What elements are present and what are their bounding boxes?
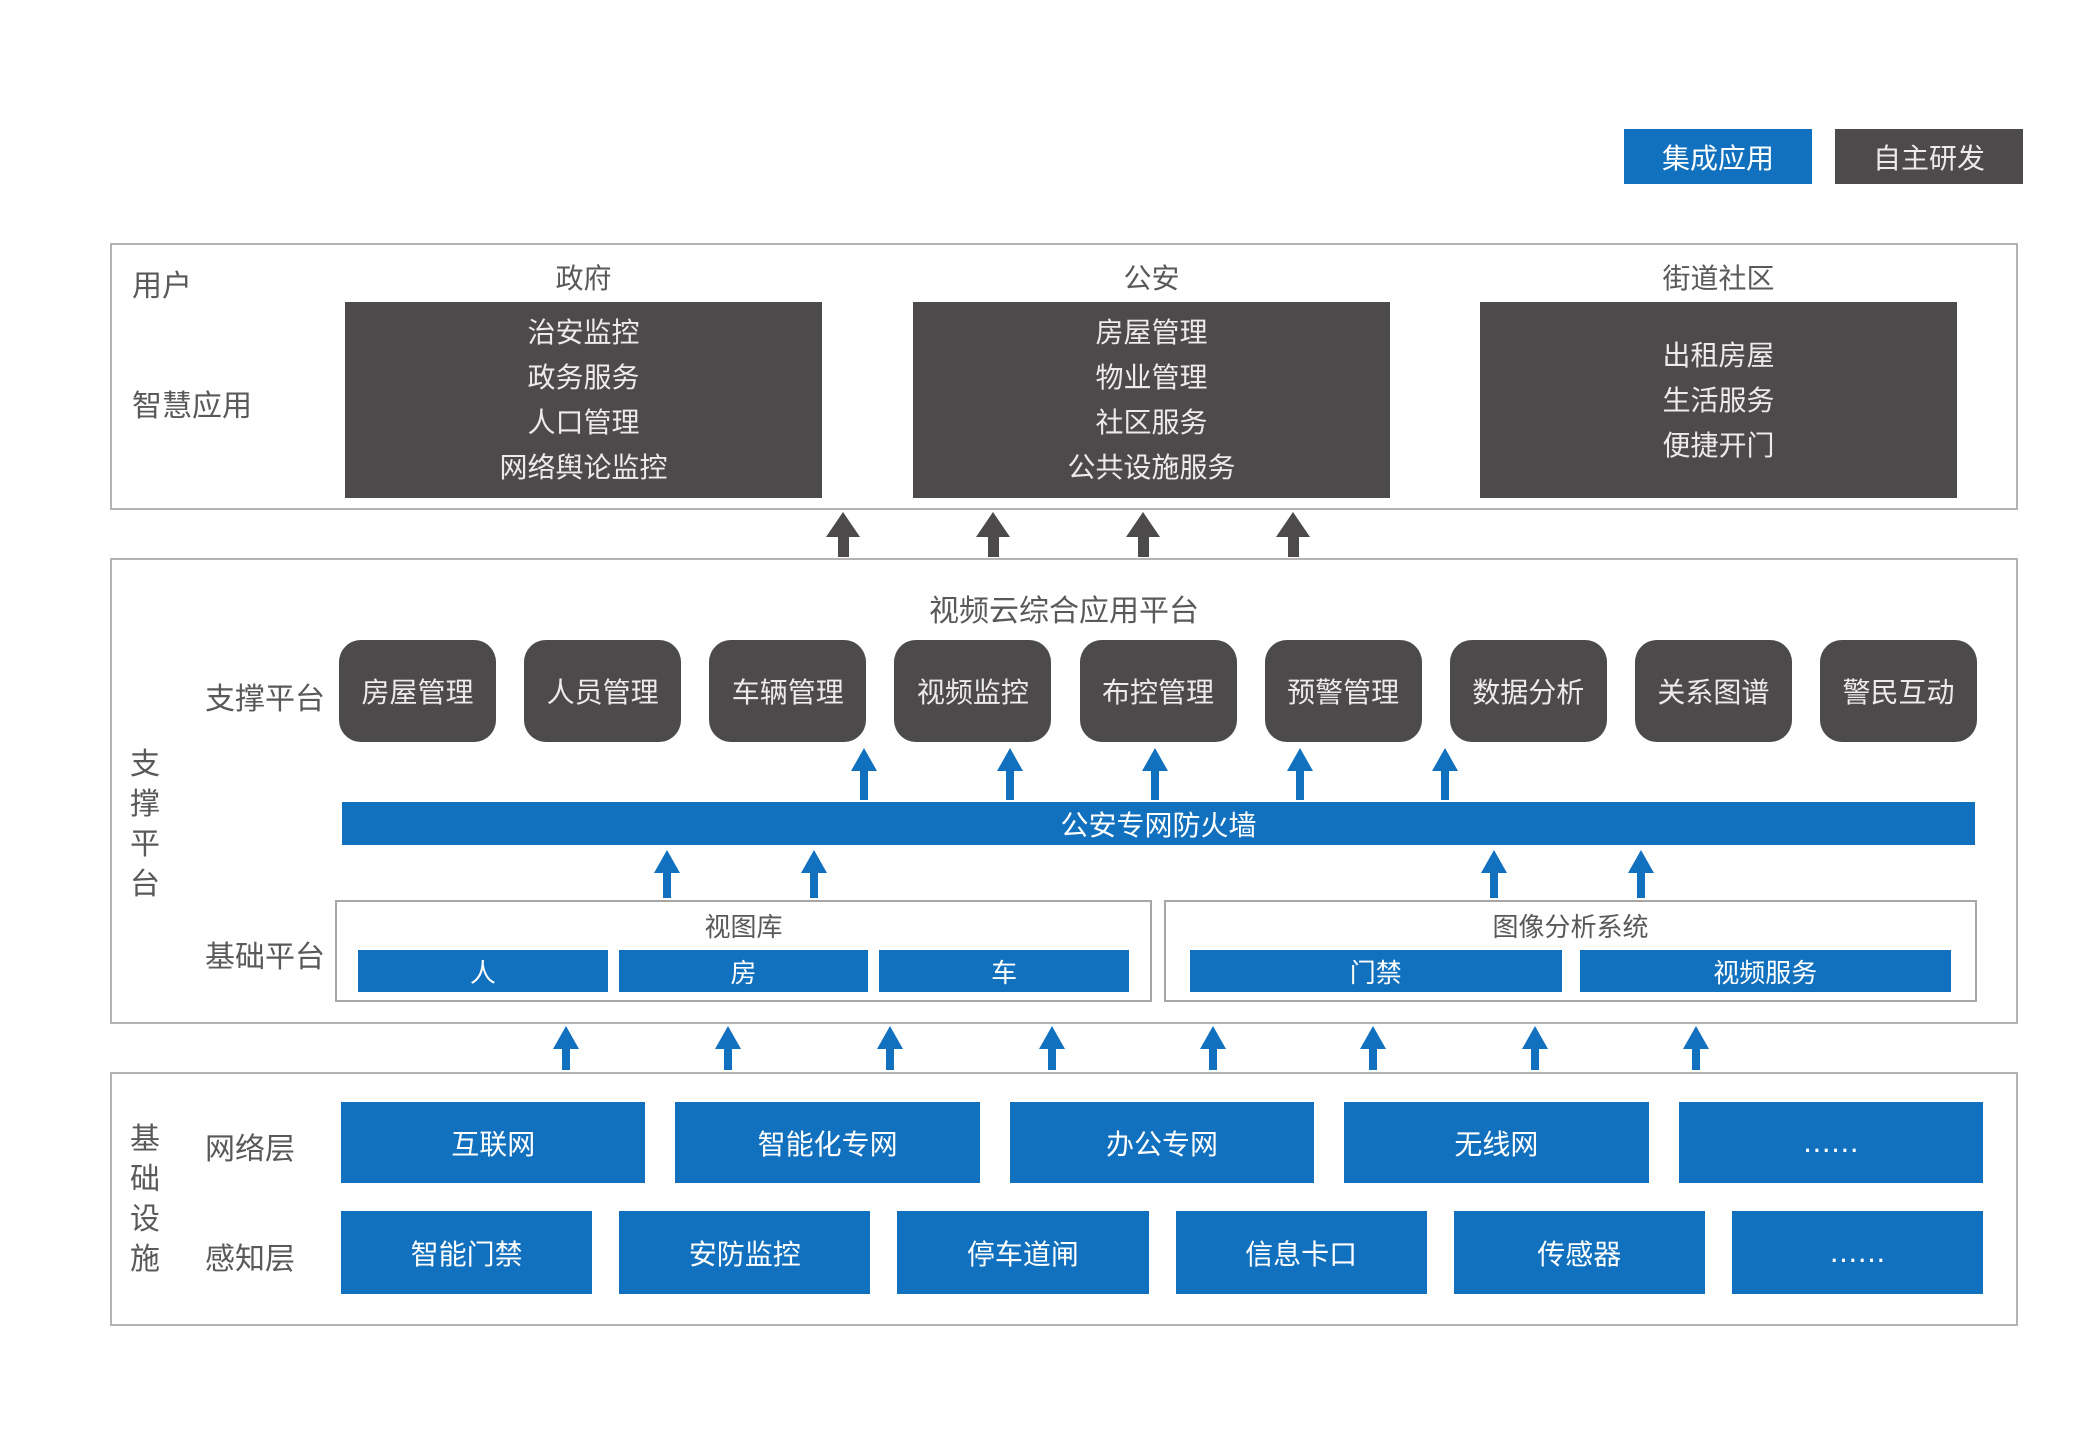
- infrastructure-side-label: 基础设施: [130, 1122, 160, 1277]
- base-bar: 门禁: [1190, 950, 1562, 992]
- support-module: 警民互动: [1820, 640, 1977, 742]
- platform-title: 视频云综合应用平台: [929, 594, 1199, 629]
- column-header-police: 公安: [1123, 262, 1180, 295]
- base-bar: 视频服务: [1579, 950, 1951, 992]
- image-analysis-bars: 门禁 视频服务: [1166, 950, 1975, 992]
- up-arrow: [715, 1026, 741, 1070]
- view-library-title: 视图库: [704, 913, 783, 943]
- perception-item: 智能门禁: [341, 1211, 593, 1294]
- up-arrow: [997, 748, 1023, 800]
- image-analysis-title: 图像分析系统: [1492, 913, 1649, 943]
- view-library-bars: 人 房 车: [337, 950, 1150, 992]
- perception-item: ……: [1731, 1211, 1984, 1294]
- support-module: 数据分析: [1449, 640, 1607, 742]
- app-item: 治安监控: [527, 316, 640, 349]
- up-arrow: [553, 1026, 579, 1070]
- up-arrow: [1683, 1026, 1709, 1070]
- view-library-group: 视图库 人 房 车: [335, 900, 1152, 1002]
- app-item: 人口管理: [527, 406, 640, 439]
- support-module-row: 房屋管理 人员管理 车辆管理 视频监控 布控管理 预警管理 数据分析 关系图谱 …: [339, 640, 1977, 742]
- legend-integrated-app: 集成应用: [1624, 129, 1812, 184]
- image-analysis-group: 图像分析系统 门禁 视频服务: [1164, 900, 1977, 1002]
- perception-item: 传感器: [1453, 1211, 1705, 1294]
- legend-self-developed: 自主研发: [1835, 129, 2023, 184]
- perception-item: 停车道闸: [897, 1211, 1149, 1294]
- app-box-government: 治安监控 政务服务 人口管理 网络舆论监控: [345, 302, 822, 498]
- platform-section: 支撑平台 视频云综合应用平台 支撑平台 房屋管理 人员管理 车辆管理 视频监控 …: [110, 558, 2018, 1024]
- up-arrow: [1432, 748, 1458, 800]
- app-item: 便捷开门: [1662, 428, 1775, 462]
- app-item: 政务服务: [527, 361, 640, 394]
- perception-layer-label: 感知层: [205, 1242, 295, 1277]
- user-section: 用户 智慧应用 政府 治安监控 政务服务 人口管理 网络舆论监控 公安 房屋管理…: [110, 243, 2018, 510]
- base-bar: 人: [358, 950, 608, 992]
- up-arrow: [851, 748, 877, 800]
- perception-item: 安防监控: [619, 1211, 871, 1294]
- app-item: 公共设施服务: [1067, 451, 1236, 484]
- network-item: ……: [1678, 1102, 1984, 1183]
- network-item: 智能化专网: [675, 1102, 980, 1183]
- network-item: 互联网: [341, 1102, 646, 1183]
- base-bar: 房: [618, 950, 869, 992]
- up-arrow: [654, 850, 680, 898]
- base-bar: 车: [879, 950, 1130, 992]
- perception-item: 信息卡口: [1175, 1211, 1427, 1294]
- up-arrow: [1522, 1026, 1548, 1070]
- network-layer-row: 互联网 智能化专网 办公专网 无线网 ……: [341, 1102, 1984, 1183]
- support-module: 人员管理: [524, 640, 682, 742]
- platform-side-label: 支撑平台: [130, 747, 160, 902]
- column-header-community: 街道社区: [1662, 262, 1775, 295]
- app-box-community: 出租房屋 生活服务 便捷开门: [1480, 302, 1957, 498]
- app-item: 出租房屋: [1662, 338, 1775, 372]
- app-item: 生活服务: [1662, 383, 1775, 417]
- up-arrow: [801, 850, 827, 898]
- infrastructure-section: 基础设施 网络层 互联网 智能化专网 办公专网 无线网 …… 感知层 智能门禁 …: [110, 1072, 2018, 1326]
- firewall-bar: 公安专网防火墙: [342, 802, 1975, 845]
- up-arrow: [1287, 748, 1313, 800]
- up-arrow: [1276, 512, 1310, 557]
- up-arrow: [1481, 850, 1507, 898]
- app-item: 网络舆论监控: [499, 451, 668, 484]
- smart-app-row-label: 智慧应用: [132, 389, 252, 424]
- support-module: 房屋管理: [339, 640, 496, 742]
- base-row-label: 基础平台: [205, 940, 325, 975]
- app-item: 物业管理: [1095, 361, 1208, 394]
- up-arrow: [1142, 748, 1168, 800]
- support-module: 关系图谱: [1634, 640, 1792, 742]
- up-arrow: [1039, 1026, 1065, 1070]
- network-layer-label: 网络层: [205, 1132, 295, 1167]
- up-arrow: [1628, 850, 1654, 898]
- up-arrow: [877, 1026, 903, 1070]
- support-module: 视频监控: [894, 640, 1052, 742]
- support-module: 布控管理: [1079, 640, 1237, 742]
- app-item: 社区服务: [1095, 406, 1208, 439]
- up-arrow: [976, 512, 1010, 557]
- column-header-government: 政府: [555, 262, 612, 295]
- app-box-police: 房屋管理 物业管理 社区服务 公共设施服务: [913, 302, 1390, 498]
- network-item: 办公专网: [1009, 1102, 1315, 1183]
- support-module: 预警管理: [1264, 640, 1422, 742]
- user-row-label: 用户: [132, 269, 192, 304]
- app-item: 房屋管理: [1095, 316, 1208, 349]
- up-arrow: [826, 512, 860, 557]
- perception-layer-row: 智能门禁 安防监控 停车道闸 信息卡口 传感器 ……: [341, 1211, 1984, 1294]
- support-module: 车辆管理: [709, 640, 867, 742]
- up-arrow: [1360, 1026, 1386, 1070]
- up-arrow: [1200, 1026, 1226, 1070]
- up-arrow: [1126, 512, 1160, 557]
- network-item: 无线网: [1344, 1102, 1649, 1183]
- support-row-label: 支撑平台: [205, 682, 325, 717]
